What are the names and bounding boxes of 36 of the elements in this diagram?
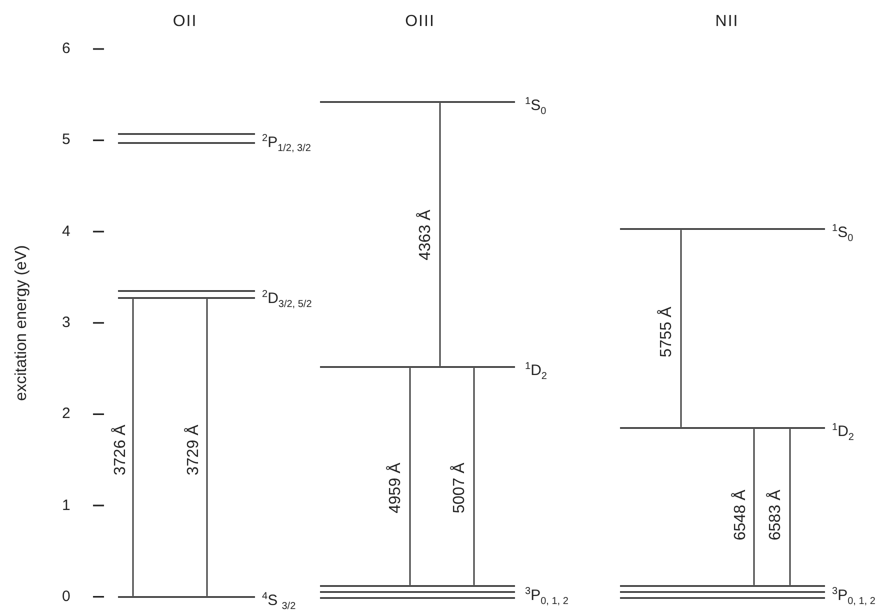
term-symbol: $^{1}$S$_{0}$: [525, 95, 546, 119]
transition-line: [132, 299, 134, 596]
term-symbol: $^{1}$D$_{2}$: [832, 421, 854, 445]
term-symbol: $^{2}$P$_{1/2, 3/2}$: [262, 132, 311, 156]
wavelength-label: 6583 Å: [767, 490, 785, 540]
wavelength-label: 5755 Å: [658, 306, 676, 358]
axis-title: excitation energy (eV): [13, 245, 31, 401]
term-symbol: $^{3}$P$_{0, 1, 2}$: [832, 585, 876, 609]
tick-label: 0: [62, 588, 70, 606]
tick-label: 2: [62, 405, 70, 424]
transition-line: [206, 299, 208, 596]
transition-line: [789, 429, 791, 585]
tick-label: 5: [62, 131, 70, 150]
term-symbol: $^{2}$D$_{3/2, 5/2}$: [262, 288, 312, 312]
term-symbol: $^{3}$P$_{0, 1, 2}$: [525, 585, 568, 609]
wavelength-label: 3729 Å: [185, 424, 203, 476]
wavelength-label: 3726 Å: [112, 424, 130, 476]
term-symbol: $^{1}$S$_{0}$: [832, 222, 854, 246]
column-heading: OIII: [405, 13, 435, 31]
transition-line: [473, 368, 475, 585]
column-heading: OII: [172, 13, 198, 31]
tick-label: 3: [62, 314, 70, 332]
wavelength-label: 6548 Å: [732, 490, 750, 540]
transition-line: [409, 368, 411, 585]
transition-line: [439, 103, 441, 366]
transition-line: [753, 429, 755, 585]
wavelength-label: 5007 Å: [451, 462, 469, 514]
tick-label: 4: [62, 222, 70, 241]
transition-line: [680, 230, 682, 427]
term-symbol: $^{1}$D$_{2}$: [525, 360, 547, 384]
tick-label: 6: [62, 40, 70, 58]
column-heading: NII: [715, 13, 739, 31]
wavelength-label: 4363 Å: [417, 210, 435, 260]
wavelength-label: 4959 Å: [387, 462, 405, 514]
tick-label: 1: [62, 496, 70, 514]
term-symbol: $^{4}$S $_{3/2}$: [262, 590, 296, 612]
